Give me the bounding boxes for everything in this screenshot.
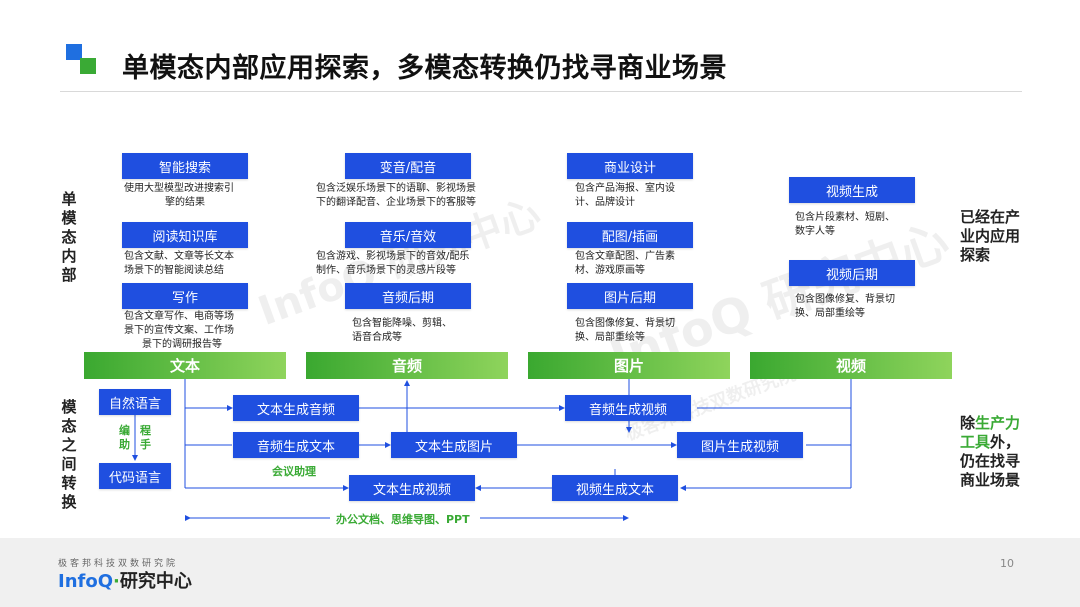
box-business-design: 商业设计	[567, 153, 693, 179]
label-industry-explore: 已经在产业内应用探索	[960, 208, 1021, 264]
page-title: 单模态内部应用探索，多模态转换仍找寻商业场景	[122, 53, 727, 84]
title-divider	[60, 91, 1022, 92]
box-voice-change: 变音/配音	[345, 153, 471, 179]
modality-image: 图片	[528, 352, 730, 379]
box-image-to-video: 图片生成视频	[677, 432, 803, 458]
box-reading-kb: 阅读知识库	[122, 222, 248, 248]
box-audio-post: 音频后期	[345, 283, 471, 309]
desc-music-sfx: 包含游戏、影视场景下的音效/配乐制作、音乐场景下的灵感片段等	[316, 251, 470, 276]
label-programming-aid-right: 程手	[140, 424, 151, 451]
label-single-modal: 单模态内部	[61, 190, 77, 284]
footer-bar	[0, 538, 1080, 607]
desc-illustration: 包含文章配图、广告素材、游戏原画等	[575, 251, 675, 276]
box-smart-search: 智能搜索	[122, 153, 248, 179]
footer-org: 极客邦科技双数研究院	[58, 559, 179, 569]
label-cross-modal: 模态之间转换	[61, 398, 77, 511]
desc-reading-kb: 包含文献、文章等长文本场景下的智能阅读总结	[124, 251, 234, 276]
logo-green-square	[80, 58, 96, 74]
desc-smart-search: 使用大型模型改进搜索引擎的结果	[124, 183, 234, 208]
box-video-post: 视频后期	[789, 260, 915, 286]
label-office-docs: 办公文档、思维导图、PPT	[336, 513, 470, 526]
box-audio-to-text: 音频生成文本	[233, 432, 359, 458]
page-number: 10	[1000, 557, 1014, 570]
logo-blue-square	[66, 44, 82, 60]
box-text-to-video: 文本生成视频	[349, 475, 475, 501]
desc-image-post: 包含图像修复、背景切换、局部重绘等	[575, 318, 675, 343]
desc-writing: 包含文章写作、电商等场景下的宣传文案、工作场景下的调研报告等	[124, 311, 234, 350]
box-audio-to-video: 音频生成视频	[565, 395, 691, 421]
box-text-to-image: 文本生成图片	[391, 432, 517, 458]
modality-audio: 音频	[306, 352, 508, 379]
desc-voice-change: 包含泛娱乐场景下的语聊、影视场景下的翻译配音、企业场景下的客服等	[316, 183, 476, 208]
box-code-language: 代码语言	[99, 463, 171, 489]
box-illustration: 配图/插画	[567, 222, 693, 248]
modality-text: 文本	[84, 352, 286, 379]
desc-audio-post: 包含智能降噪、剪辑、语音合成等	[352, 318, 452, 343]
box-writing: 写作	[122, 283, 248, 309]
footer-brand: InfoQ·研究中心	[58, 571, 192, 592]
box-video-to-text: 视频生成文本	[552, 475, 678, 501]
label-seek-business: 除生产力 工具外， 仍在找寻 商业场景	[960, 414, 1021, 489]
label-meeting-assistant: 会议助理	[272, 465, 316, 478]
label-programming-aid-left: 编助	[119, 424, 130, 451]
box-video-gen: 视频生成	[789, 177, 915, 203]
box-natural-language: 自然语言	[99, 389, 171, 415]
modality-video: 视频	[750, 352, 952, 379]
desc-video-gen: 包含片段素材、短剧、数字人等	[795, 212, 895, 237]
desc-business-design: 包含产品海报、室内设计、品牌设计	[575, 183, 675, 208]
box-image-post: 图片后期	[567, 283, 693, 309]
box-text-to-audio: 文本生成音频	[233, 395, 359, 421]
box-music-sfx: 音乐/音效	[345, 222, 471, 248]
desc-video-post: 包含图像修复、背景切换、局部重绘等	[795, 294, 895, 319]
